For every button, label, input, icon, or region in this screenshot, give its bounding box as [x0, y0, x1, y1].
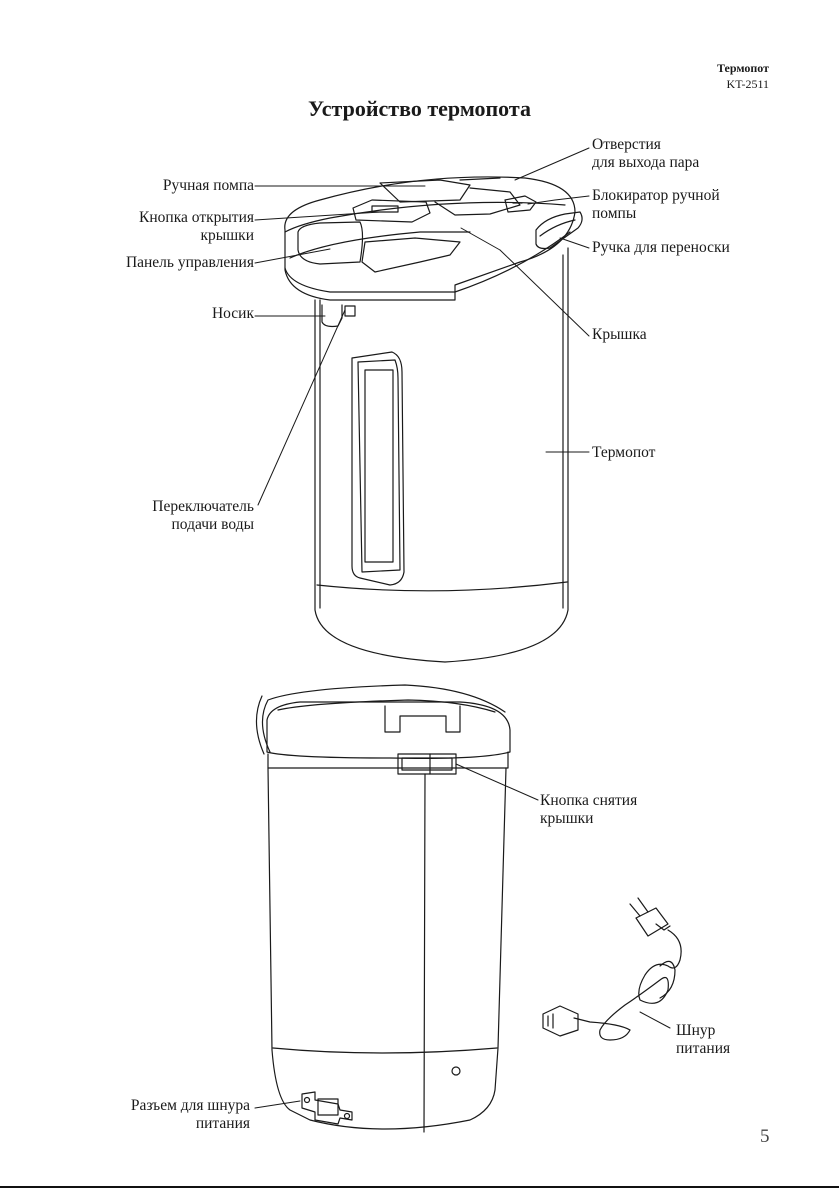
label-spout: Носик [212, 305, 254, 323]
label-lid: Крышка [592, 326, 647, 344]
back-body [268, 768, 506, 1129]
bottom-rule [0, 1186, 839, 1188]
lid-release-button-shape [398, 754, 456, 774]
page-number: 5 [760, 1126, 770, 1148]
label-carry-handle: Ручка для переноски [592, 239, 730, 257]
lid-open-button-shape [353, 200, 430, 222]
label-control-panel: Панель управления [126, 254, 254, 272]
plug-shape [636, 908, 668, 936]
back-lid [267, 702, 510, 758]
label-manual-pump: Ручная помпа [163, 177, 254, 195]
label-thermopot: Термопот [592, 444, 655, 462]
power-cord-illustration [543, 898, 681, 1040]
thermopot-front-illustration [285, 177, 582, 662]
thermopot-back-illustration [256, 685, 510, 1132]
control-panel-shape [298, 222, 363, 264]
back-handle [262, 685, 505, 752]
thermopot-body [315, 248, 568, 662]
lid-shape [285, 177, 575, 300]
manual-pump-shape [380, 180, 470, 202]
